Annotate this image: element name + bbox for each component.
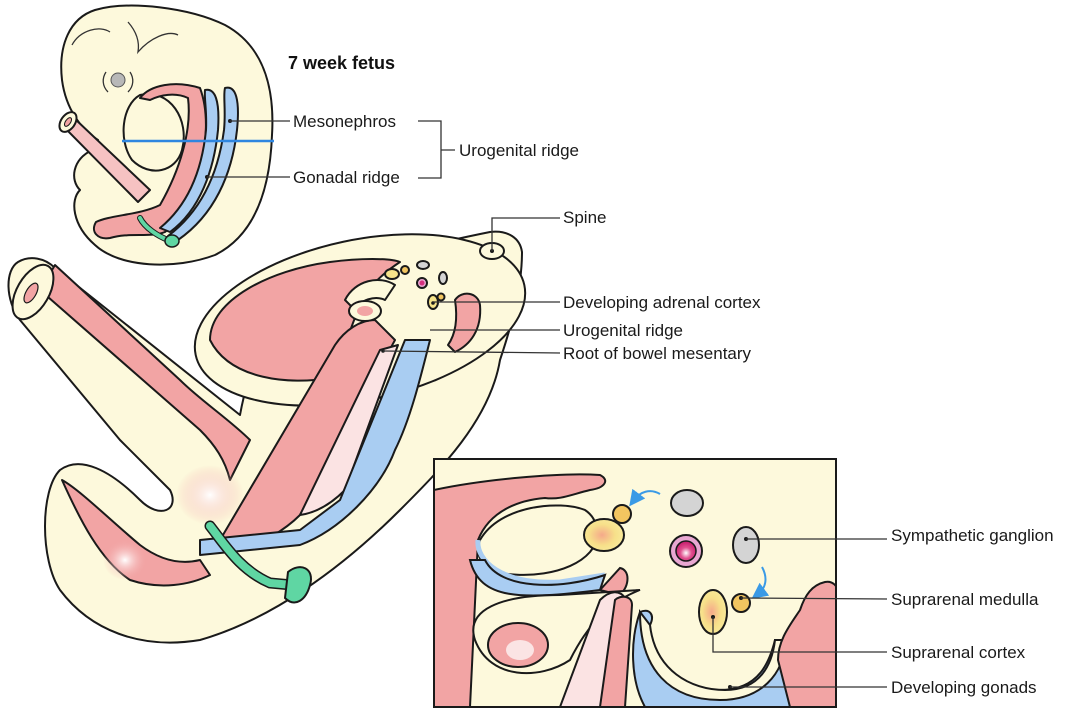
label-gonadal-ridge: Gonadal ridge [293, 168, 400, 187]
inset-cortex-upper [583, 518, 625, 552]
migration-arrow-lower [751, 566, 770, 599]
inset-medulla-upper [612, 504, 632, 524]
urogenital-bracket [418, 120, 455, 179]
label-suprarenal-medulla: Suprarenal medulla [891, 590, 1039, 609]
inset-sympathetic-ganglion-upper [670, 489, 704, 517]
label-developing-gonads: Developing gonads [891, 678, 1037, 697]
label-spine: Spine [563, 208, 606, 227]
label-urogenital-ridge: Urogenital ridge [563, 321, 683, 340]
label-root-of-bowel-mesentary: Root of bowel mesentary [563, 344, 752, 363]
diagram-title: 7 week fetus [288, 53, 395, 73]
sectioned-embryo-illustration [7, 230, 527, 644]
label-developing-adrenal-cortex: Developing adrenal cortex [563, 293, 761, 312]
small-fetus-eye [110, 72, 126, 88]
label-suprarenal-cortex: Suprarenal cortex [891, 643, 1026, 662]
inset-sympathetic-ganglion [732, 526, 760, 564]
migration-arrow-upper [629, 488, 661, 507]
inset-detail [433, 458, 837, 708]
small-fetus-illustration [58, 4, 274, 266]
label-mesonephros: Mesonephros [293, 112, 396, 131]
label-urogenital-ridge-bracket: Urogenital ridge [459, 141, 579, 160]
label-sympathetic-ganglion: Sympathetic ganglion [891, 526, 1054, 545]
